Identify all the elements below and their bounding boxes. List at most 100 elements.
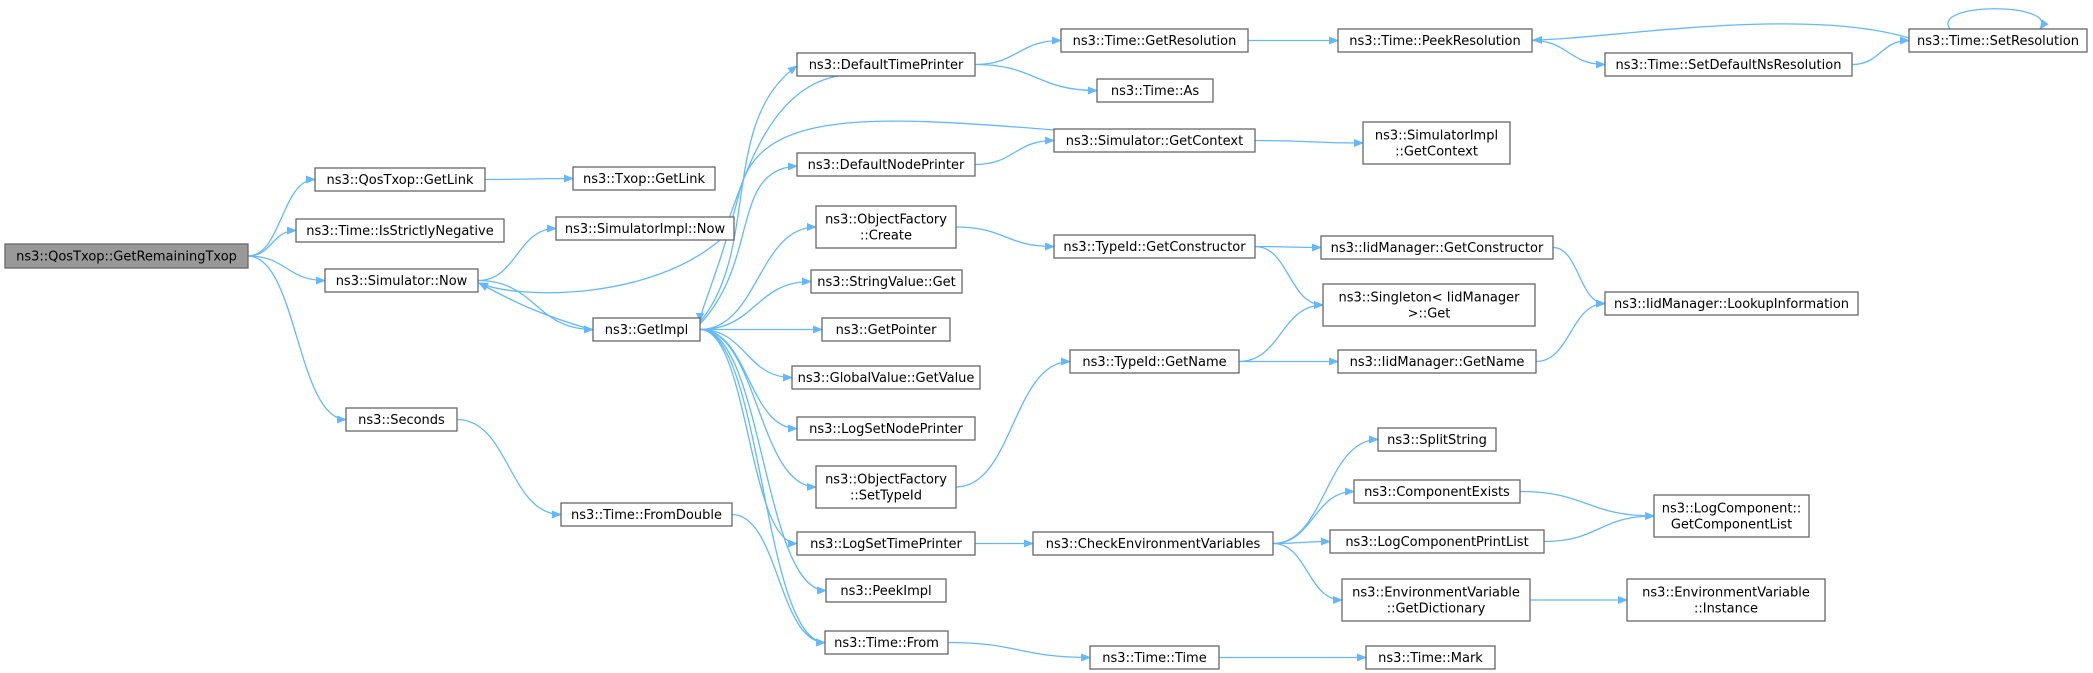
node-iidLookup[interactable]: ns3::IidManager::LookupInformation [1604, 291, 1859, 316]
node-label: ns3::LogComponent:: [1662, 502, 1802, 517]
node-timeTime[interactable]: ns3::Time::Time [1089, 645, 1220, 670]
node-label: ns3::EnvironmentVariable [1352, 586, 1520, 601]
node-txopGetLink[interactable]: ns3::Txop::GetLink [572, 166, 716, 191]
node-box [796, 531, 976, 556]
node-label: ::GetDictionary [1387, 602, 1486, 617]
node-label: ns3::Txop::GetLink [583, 172, 706, 187]
node-box [1653, 494, 1810, 538]
node-label: ns3::Simulator::GetContext [1066, 134, 1243, 149]
node-seconds[interactable]: ns3::Seconds [345, 407, 458, 432]
edge-logCompPrintList-to-logCompGetList [1543, 512, 1655, 543]
node-tidGetCtor[interactable]: ns3::TypeId::GetConstructor [1053, 234, 1256, 259]
node-ofSetTypeId[interactable]: ns3::ObjectFactory::SetTypeId [815, 465, 957, 509]
edge-getImpl-to-strValGet [699, 277, 812, 331]
edge-simGetContext-to-simImplGetCtx [1254, 138, 1364, 147]
node-box [1337, 28, 1533, 53]
node-box [592, 317, 701, 342]
node-box [821, 317, 951, 342]
node-box [345, 407, 458, 432]
edge-root-to-seconds [247, 255, 347, 424]
node-simNow[interactable]: ns3::Simulator::Now [324, 268, 479, 293]
node-peekImpl[interactable]: ns3::PeekImpl [825, 578, 947, 603]
node-label: ns3::Time::Mark [1378, 651, 1483, 666]
node-timeMark[interactable]: ns3::Time::Mark [1365, 645, 1496, 670]
edge-tidGetName-to-singletonGet [1238, 301, 1324, 363]
node-compExists[interactable]: ns3::ComponentExists [1353, 479, 1521, 504]
node-label: ns3::Simulator::Now [336, 274, 468, 289]
node-label: ns3::TypeId::GetName [1082, 355, 1226, 370]
edges-layer [247, 8, 2049, 662]
node-qosGetLink[interactable]: ns3::QosTxop::GetLink [314, 167, 486, 192]
node-strValGet[interactable]: ns3::StringValue::Get [810, 269, 963, 294]
node-splitString[interactable]: ns3::SplitString [1377, 427, 1497, 452]
node-timeAs[interactable]: ns3::Time::As [1096, 78, 1214, 103]
node-box [825, 578, 947, 603]
node-root[interactable]: ns3::QosTxop::GetRemainingTxop [4, 243, 249, 269]
node-ofCreate[interactable]: ns3::ObjectFactory::Create [815, 205, 957, 249]
node-envInstance[interactable]: ns3::EnvironmentVariable::Instance [1626, 578, 1826, 622]
node-envGetDict[interactable]: ns3::EnvironmentVariable::GetDictionary [1341, 578, 1531, 622]
edge-ofCreate-to-tidGetCtor [955, 226, 1055, 251]
edge-root-to-simNow [247, 255, 326, 285]
node-logCompGetList[interactable]: ns3::LogComponent::GetComponentList [1653, 494, 1810, 538]
node-getPointer[interactable]: ns3::GetPointer [821, 317, 951, 342]
node-gvGetValue[interactable]: ns3::GlobalValue::GetValue [791, 365, 981, 390]
node-box [1322, 283, 1536, 327]
node-logCompPrintList[interactable]: ns3::LogComponentPrintList [1329, 529, 1545, 554]
node-timePeekRes[interactable]: ns3::Time::PeekResolution [1337, 28, 1533, 53]
node-singletonGet[interactable]: ns3::Singleton< IidManager >::Get [1322, 283, 1536, 327]
node-box [572, 166, 716, 191]
node-label: ::Create [860, 229, 912, 244]
node-box [824, 630, 949, 655]
node-label: ::SetTypeId [850, 489, 922, 504]
edge-tidGetCtor-to-singletonGet [1254, 245, 1324, 309]
edge-root-to-qosGetLink [247, 175, 316, 257]
node-label: ns3::GetPointer [836, 323, 937, 338]
node-simGetContext[interactable]: ns3::Simulator::GetContext [1053, 128, 1256, 153]
node-logSetTimePrinter[interactable]: ns3::LogSetTimePrinter [796, 531, 976, 556]
node-defTimePrinter[interactable]: ns3::DefaultTimePrinter [796, 52, 976, 77]
node-label: ns3::ComponentExists [1364, 485, 1510, 500]
edge-checkEnv-to-envGetDict [1272, 542, 1343, 604]
node-label: ns3::TypeId::GetConstructor [1063, 240, 1246, 255]
node-simImplNow[interactable]: ns3::SimulatorImpl::Now [555, 216, 735, 241]
node-label: ns3::SplitString [1387, 433, 1487, 448]
node-logSetNodePrinter[interactable]: ns3::LogSetNodePrinter [796, 416, 976, 441]
node-label: ns3::ObjectFactory [825, 213, 947, 228]
edge-seconds-to-fromDouble [456, 418, 562, 519]
node-isStrictlyNeg[interactable]: ns3::Time::IsStrictlyNegative [295, 218, 505, 243]
node-label: ns3::StringValue::Get [817, 275, 955, 290]
node-label: ns3::LogComponentPrintList [1345, 535, 1528, 550]
edge-ofSetTypeId-to-tidGetName [955, 357, 1071, 488]
node-tidGetName[interactable]: ns3::TypeId::GetName [1069, 349, 1240, 374]
node-defNodePrinter[interactable]: ns3::DefaultNodePrinter [796, 152, 976, 177]
edge-checkEnv-to-logCompPrintList [1272, 537, 1331, 546]
node-checkEnv[interactable]: ns3::CheckEnvironmentVariables [1032, 531, 1274, 556]
node-fromDouble[interactable]: ns3::Time::FromDouble [560, 502, 733, 527]
node-box [1096, 78, 1214, 103]
node-box [1337, 349, 1537, 374]
node-label: ns3::IidManager::LookupInformation [1614, 297, 1849, 312]
node-iidGetName[interactable]: ns3::IidManager::GetName [1337, 349, 1537, 374]
edge-root-to-isStrictlyNeg [247, 226, 297, 257]
node-box [555, 216, 735, 241]
edge-iidGetCtor-to-iidLookup [1552, 246, 1606, 308]
node-timeGetRes[interactable]: ns3::Time::GetResolution [1060, 28, 1249, 53]
node-box [324, 268, 479, 293]
node-timeSetRes[interactable]: ns3::Time::SetResolution [1908, 28, 2088, 53]
edge-defTimePrinter-to-timeGetRes [974, 36, 1062, 66]
node-iidGetCtor[interactable]: ns3::IidManager::GetConstructor [1320, 235, 1554, 260]
node-timeFrom[interactable]: ns3::Time::From [824, 630, 949, 655]
node-label: ns3::Time::SetResolution [1917, 34, 2079, 49]
node-timeSetDefNs[interactable]: ns3::Time::SetDefaultNsResolution [1604, 52, 1853, 77]
node-box [1053, 234, 1256, 259]
node-box [796, 152, 976, 177]
node-label: ns3::PeekImpl [840, 584, 931, 599]
node-label: ns3::Time::GetResolution [1073, 34, 1237, 49]
node-getImpl[interactable]: ns3::GetImpl [592, 317, 701, 342]
node-label: ns3::QosTxop::GetLink [327, 173, 474, 188]
edge-getImpl-to-gvGetValue [699, 328, 793, 382]
node-simImplGetCtx[interactable]: ns3::SimulatorImpl::GetContext [1362, 121, 1511, 165]
edge-timeFrom-to-timeTime [947, 641, 1091, 662]
edge-getImpl-to-ofSetTypeId [699, 328, 817, 491]
